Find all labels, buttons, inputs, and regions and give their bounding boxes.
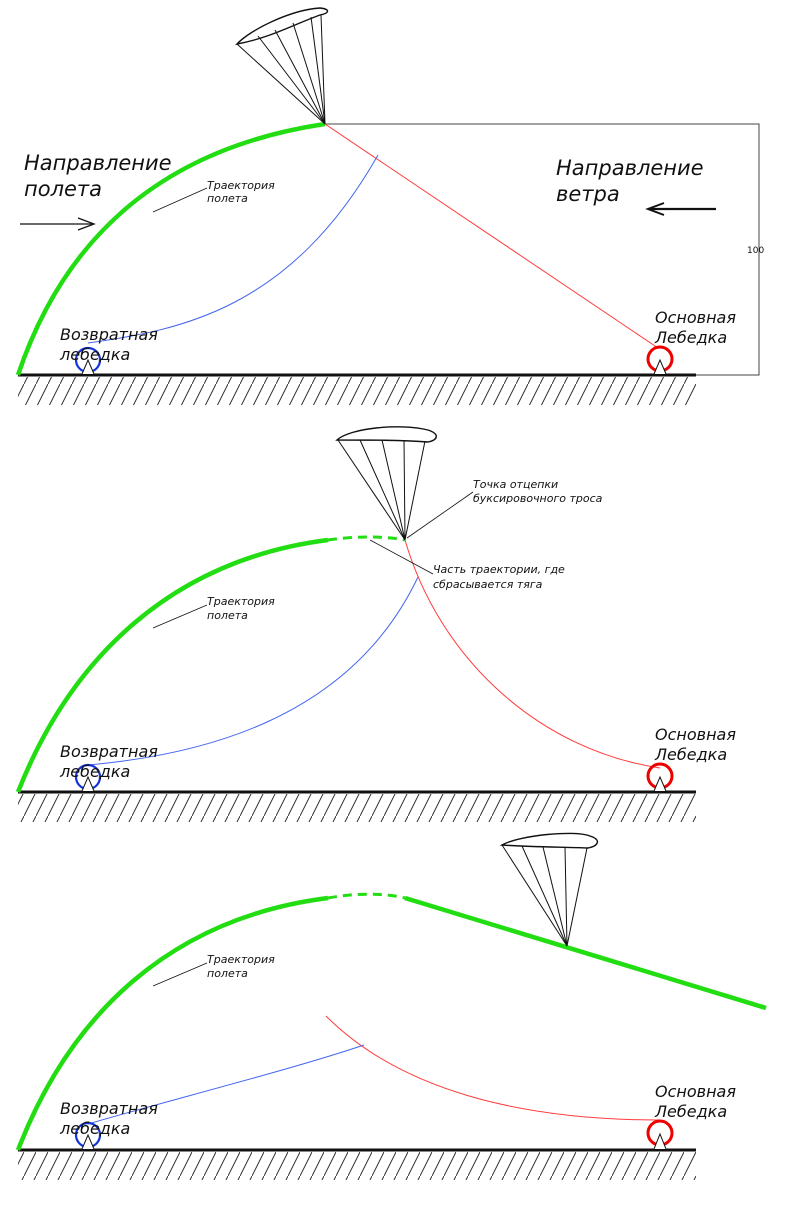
ground-hatch (18, 377, 696, 405)
panel-1: 100 (15, 7, 764, 405)
panel-2: Точка отцепки буксировочного троса Часть… (15, 426, 741, 822)
drop-part-label: Часть траектории, где сбрасывается тяга (433, 563, 568, 591)
release-point-label: Точка отцепки буксировочного троса (473, 478, 603, 505)
return-winch-icon (74, 346, 102, 375)
dimension-label: 100 (747, 246, 764, 256)
flight-trajectory (15, 537, 329, 793)
flight-trajectory (15, 121, 326, 376)
tow-cable (325, 1015, 661, 1121)
wind-direction-label: Направление ветра (556, 156, 710, 206)
tow-cable (404, 539, 661, 769)
return-winch-icon (74, 763, 102, 792)
flight-direction-label: Направление полета (24, 151, 178, 201)
paraglider-wing (235, 7, 329, 46)
return-winch-label: Возвратная лебедка (59, 1099, 163, 1138)
tow-cable (324, 123, 659, 349)
return-cable (87, 1044, 365, 1125)
flight-arrow-icon (20, 217, 96, 231)
paraglider (235, 7, 329, 125)
paraglider-wing (499, 832, 598, 849)
drop-part-leader (369, 539, 434, 575)
return-winch-icon (74, 1121, 102, 1150)
trajectory-leader (152, 962, 208, 987)
main-winch-label: Основная Лебедка (654, 725, 741, 764)
paraglider (335, 426, 437, 541)
flight-trajectory (15, 895, 329, 1151)
trajectory-label: Траектория полета (207, 953, 278, 980)
paraglider (499, 832, 598, 947)
main-winch-icon (646, 1119, 674, 1150)
dimension-frame (325, 123, 760, 376)
ground-hatch (18, 1152, 696, 1180)
trajectory-no-tow-part (327, 535, 406, 542)
return-winch-label: Возвратная лебедка (59, 325, 163, 364)
panel-3: Траектория полета Возвратная лебедка Осн… (15, 832, 767, 1180)
return-cable (87, 576, 419, 766)
trajectory-leader (152, 187, 208, 213)
main-winch-label: Основная Лебедка (654, 308, 741, 347)
main-winch-label: Основная Лебедка (654, 1082, 741, 1121)
trajectory-label: Траектория полета (207, 595, 278, 622)
return-cable (87, 154, 379, 344)
trajectory-label: Траектория полета (207, 179, 278, 205)
trajectory-no-tow-part (327, 892, 406, 900)
trajectory-leader (152, 604, 208, 629)
paraglider-wing (335, 426, 437, 443)
wind-arrow-icon (645, 202, 716, 216)
main-winch-icon (646, 345, 674, 375)
return-winch-label: Возвратная лебедка (59, 742, 163, 781)
glide-trajectory (404, 895, 767, 1011)
ground-hatch (18, 794, 696, 822)
main-winch-icon (646, 762, 674, 792)
release-point-leader (406, 491, 474, 539)
